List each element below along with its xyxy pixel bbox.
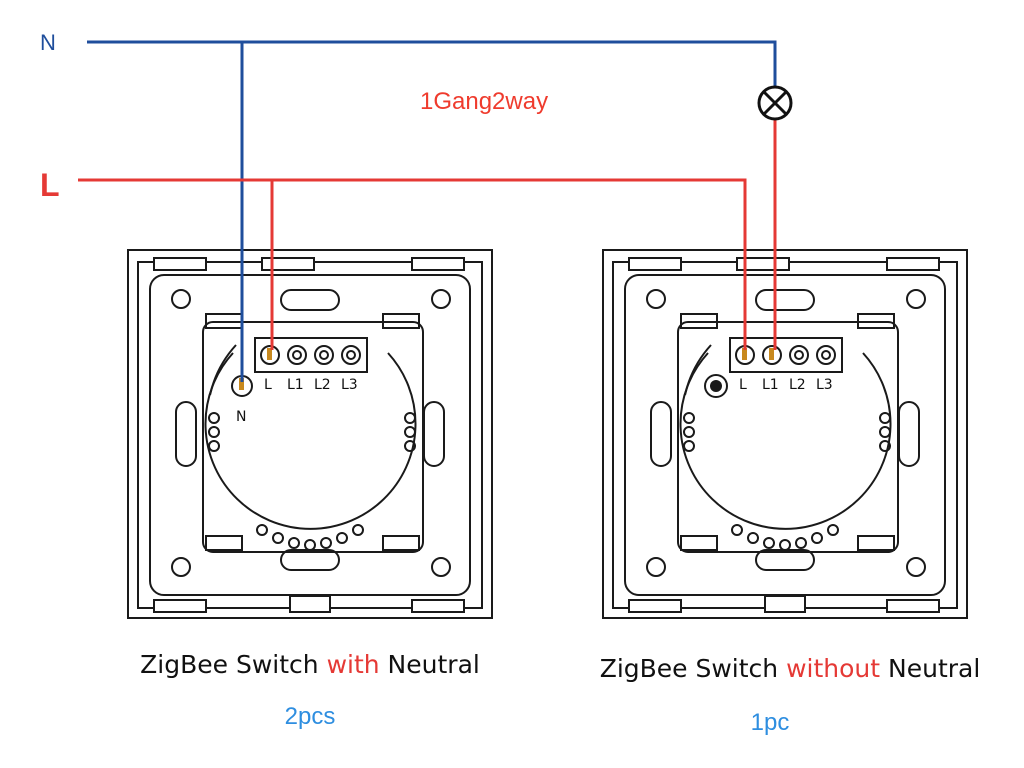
terminal-label-l: L: [264, 377, 272, 393]
neutral-wire: [87, 40, 777, 86]
switch-without-neutral-quantity: 1pc: [750, 709, 790, 736]
switch-with-neutral-quantity: 2pcs: [284, 703, 336, 730]
terminal-screw-l1: [287, 345, 307, 365]
caption-prefix: ZigBee Switch: [140, 650, 327, 679]
neutral-wire-label: N: [40, 30, 56, 55]
caption-emphasis: without: [786, 654, 881, 683]
live-wire-label: L: [40, 167, 60, 203]
terminal-label-l3: L3: [816, 377, 833, 393]
switch-without-neutral-caption: ZigBee Switch without Neutral: [590, 654, 990, 683]
switch-with-neutral: [127, 249, 493, 619]
terminal-label-n: N: [236, 409, 247, 425]
terminal-label-l3: L3: [341, 377, 358, 393]
caption-emphasis: with: [326, 650, 380, 679]
terminal-label-l2: L2: [314, 377, 331, 393]
switch-with-neutral-caption: ZigBee Switch with Neutral: [110, 650, 510, 679]
caption-suffix: Neutral: [880, 654, 981, 683]
terminal-screw-l2: [314, 345, 334, 365]
terminal-label-l: L: [739, 377, 747, 393]
caption-prefix: ZigBee Switch: [599, 654, 787, 683]
caption-suffix: Neutral: [379, 650, 480, 679]
terminal-label-l2: L2: [789, 377, 806, 393]
lamp-icon: [757, 85, 793, 121]
terminal-label-l1: L1: [287, 377, 304, 393]
switch1-terminal-screws: [231, 345, 361, 397]
terminal-screw-l2: [789, 345, 809, 365]
terminal-screw-l3: [816, 345, 836, 365]
switch-without-neutral: [602, 249, 968, 619]
live-wire: [78, 178, 747, 350]
terminal-label-l1: L1: [762, 377, 779, 393]
terminal-screw-l3: [341, 345, 361, 365]
diagram-title: 1Gang2way: [420, 88, 549, 115]
